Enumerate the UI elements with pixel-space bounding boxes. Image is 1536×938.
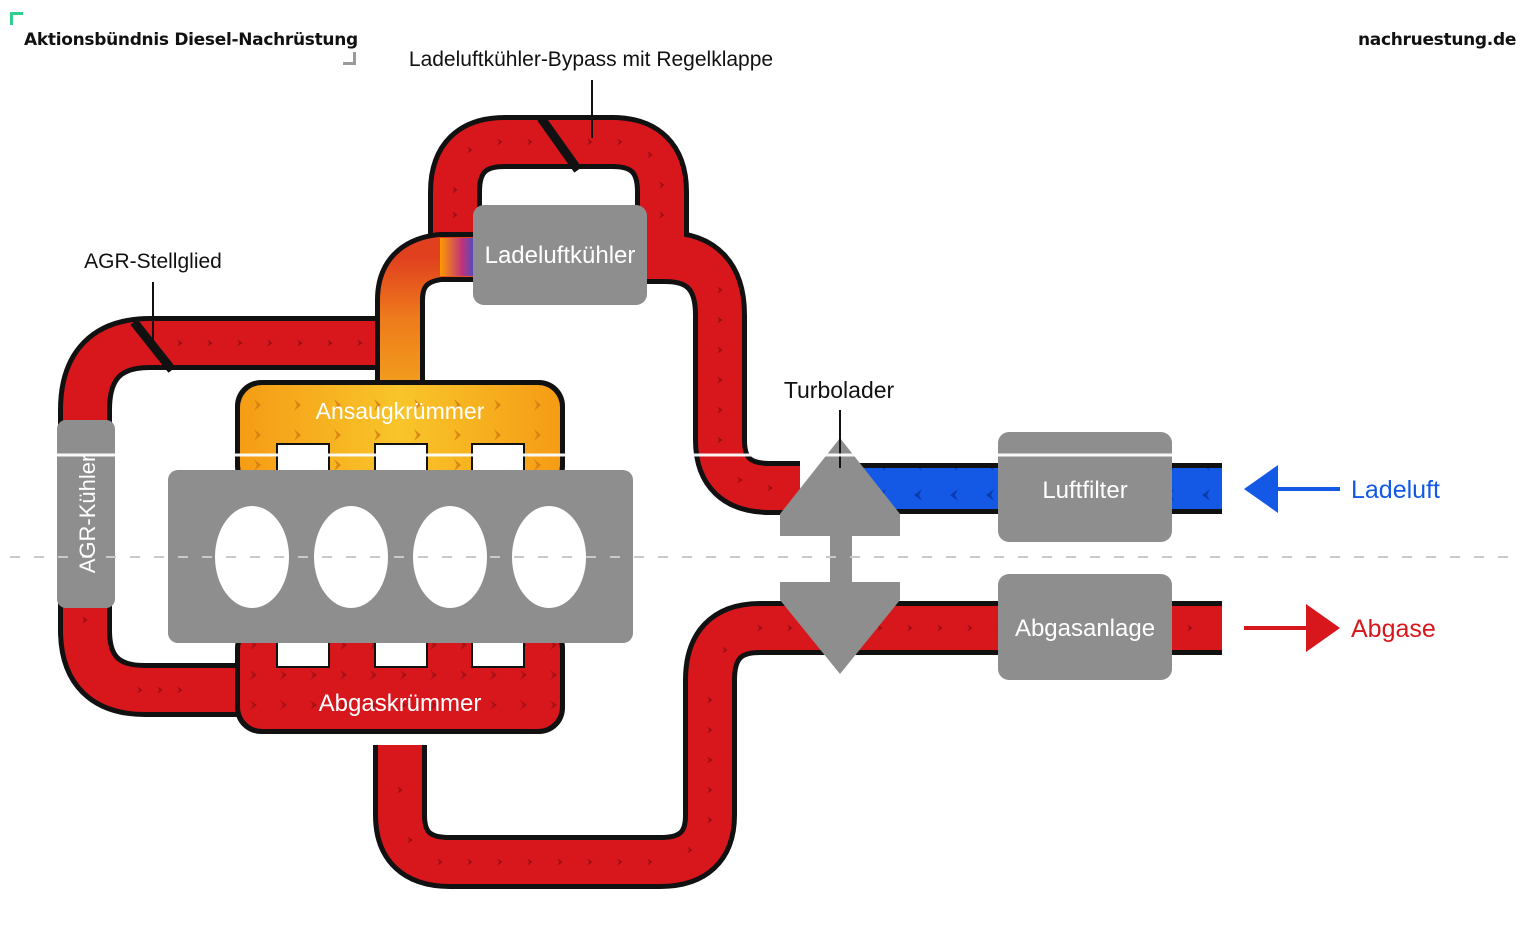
charge-air-arrow [1244,465,1340,513]
air-filter-label: Luftfilter [1042,477,1127,504]
turbocharger-label: Turbolader [784,377,895,403]
intercooler-label: Ladeluftkühler [485,242,636,269]
air-filter-box [998,432,1172,542]
intercooler-box [473,205,647,305]
website-label: nachruestung.de [1358,30,1517,50]
logo-corner-top-left [10,12,23,25]
exhaust-arrow [1244,604,1340,652]
bypass-valve [537,115,582,173]
agr-cooler-box [57,420,115,608]
agr-actuator-label: AGR-Stellglied [84,250,222,273]
exhaust-system-box [998,574,1172,680]
logo-corner-bottom-right [343,52,356,65]
agr-actuator-valve [130,319,176,373]
exhaust-manifold-label: Abgaskrümmer [319,690,482,717]
turbocharger-shape [780,438,900,674]
exhaust-system-label: Abgasanlage [1015,615,1155,642]
bypass-label: Ladeluftkühler-Bypass mit Regelklappe [409,48,773,71]
org-name: Aktionsbündnis Diesel-Nachrüstung [24,30,358,50]
intake-manifold-label: Ansaugkrümmer [316,398,485,424]
charge-air-label: Ladeluft [1351,476,1440,504]
agr-cooler-label: AGR-Kühler [75,455,100,574]
exhaust-gases-label: Abgase [1351,615,1436,643]
